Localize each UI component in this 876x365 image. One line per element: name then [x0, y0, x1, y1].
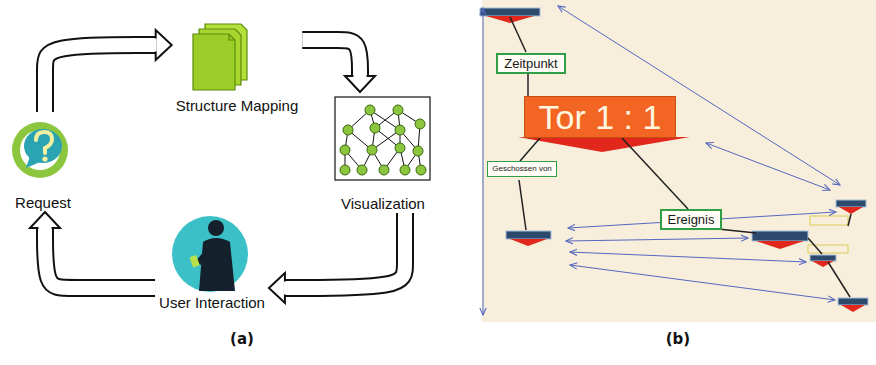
- step-caption: User Interaction: [155, 214, 269, 312]
- graph-icon-node: [365, 105, 375, 115]
- annotation-arrows: [483, 6, 840, 315]
- node-text: Geschossen von: [492, 164, 552, 174]
- arrow-outline: [285, 213, 405, 288]
- arrow-body: [45, 228, 155, 288]
- graph-bars: [480, 8, 868, 312]
- graph-icon-node: [395, 143, 405, 153]
- user-icon: [172, 216, 248, 292]
- arrow-head: [156, 30, 172, 60]
- node-text: User Interaction: [159, 294, 265, 311]
- arrow-outline: [45, 45, 156, 112]
- node-text: Tor 1 : 1: [539, 97, 662, 137]
- arrow-joint: [39, 227, 52, 230]
- step-caption: Request: [11, 112, 75, 212]
- relation-line: [520, 138, 540, 161]
- arrow-joint: [354, 74, 367, 77]
- node-text: Zeitpunkt: [504, 56, 557, 71]
- cycle-arrow: [269, 213, 405, 303]
- graph-icon-frame: [335, 97, 430, 180]
- graph-icon-node: [343, 125, 353, 135]
- relation-line-path: [622, 138, 688, 209]
- arrow-body: [302, 40, 360, 76]
- arrow-body: [45, 45, 156, 112]
- cycle-arrow: [302, 40, 375, 92]
- arrow-body: [285, 213, 405, 288]
- graph-icon: [340, 105, 426, 175]
- relation-line-path: [527, 74, 529, 96]
- screenshot-ground: [482, 0, 876, 322]
- graph-icon-node: [340, 145, 350, 155]
- arrow-outline: [45, 228, 155, 288]
- graph-icon-node: [395, 125, 405, 135]
- graph-icon-node: [379, 165, 389, 175]
- step-caption: Structure Mapping: [172, 20, 303, 115]
- graph-icon-node: [370, 123, 380, 133]
- event-box: Tor 1 : 1: [524, 96, 677, 138]
- arrow-head: [269, 273, 285, 303]
- request-icon: [12, 122, 68, 178]
- relation-label: Zeitpunkt: [496, 53, 565, 74]
- relation-line: [528, 74, 529, 96]
- pages-icon: [193, 24, 247, 90]
- arrow-head: [345, 76, 375, 92]
- panel-label: (b): [666, 330, 690, 348]
- graph-icon-node: [415, 119, 425, 129]
- relation-line: [622, 138, 688, 209]
- graph-icon-node: [357, 165, 367, 175]
- relation-label: Geschossen von: [487, 161, 557, 177]
- node-text: Ereignis: [668, 212, 715, 227]
- graph-icon-node: [340, 165, 350, 175]
- node-text: Structure Mapping: [176, 97, 299, 114]
- graph-icon-node: [367, 145, 377, 155]
- arrow-joint: [154, 39, 157, 52]
- arrow-joint: [284, 282, 287, 295]
- cycle-arrow: [30, 212, 155, 288]
- graph-icon-node: [416, 165, 426, 175]
- graph-icon-node: [400, 165, 410, 175]
- cycle-arrow: [45, 30, 172, 112]
- graph-icon-node: [413, 146, 423, 156]
- arrow-outline: [302, 40, 360, 76]
- relation-line-path: [520, 138, 540, 161]
- relation-label: Ereignis: [660, 209, 723, 230]
- step-caption: Visualization: [337, 92, 429, 213]
- node-text: Visualization: [341, 195, 425, 212]
- graph-icon-node: [393, 105, 403, 115]
- node-text: Request: [15, 194, 71, 211]
- arrow-head: [30, 212, 60, 228]
- panel-label: (a): [230, 330, 254, 348]
